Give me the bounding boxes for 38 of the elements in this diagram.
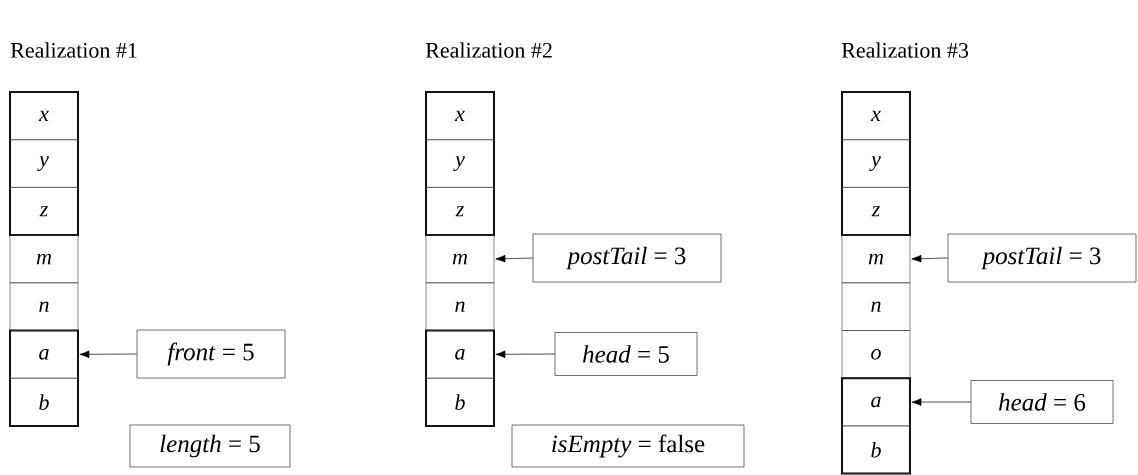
- array-cell: x: [425, 91, 495, 140]
- value-box: front = 5: [136, 329, 286, 379]
- array-cell: y: [425, 139, 495, 188]
- panel-heading: Realization #1: [10, 42, 137, 58]
- array-cell: y: [841, 139, 911, 188]
- arrow: [495, 254, 533, 263]
- array-cell: y: [9, 139, 79, 188]
- arrow: [911, 254, 948, 263]
- array-cell: z: [9, 187, 79, 236]
- array-cell: b: [425, 377, 495, 427]
- array-cell: m: [841, 234, 911, 284]
- array-cell: z: [841, 187, 911, 236]
- thick-outline-box: [841, 377, 911, 475]
- value-box: head = 6: [970, 380, 1114, 424]
- array-cell: n: [841, 282, 911, 331]
- array-cell: b: [841, 425, 911, 474]
- array-cell: a: [9, 330, 79, 379]
- arrow: [911, 398, 971, 406]
- panel-heading: Realization #3: [841, 42, 969, 58]
- array-cell: z: [425, 187, 495, 236]
- value-box: length = 5: [129, 424, 291, 468]
- array-cell: b: [9, 377, 79, 427]
- array-cell: a: [425, 330, 495, 379]
- value-box: postTail = 3: [532, 233, 722, 283]
- arrow: [79, 350, 137, 359]
- array-cell: x: [9, 91, 79, 140]
- value-box: isEmpty = false: [511, 424, 745, 468]
- arrow: [495, 350, 555, 359]
- array-cell: n: [9, 282, 79, 331]
- array-cell: x: [841, 91, 911, 140]
- panel-heading: Realization #2: [425, 42, 552, 58]
- value-box: head = 5: [554, 332, 698, 376]
- array-cell: a: [841, 377, 911, 427]
- array-cell: n: [425, 282, 495, 331]
- value-box: postTail = 3: [947, 233, 1137, 283]
- array-cell: m: [425, 234, 495, 284]
- array-cell: m: [9, 234, 79, 284]
- array-cell: o: [841, 330, 911, 379]
